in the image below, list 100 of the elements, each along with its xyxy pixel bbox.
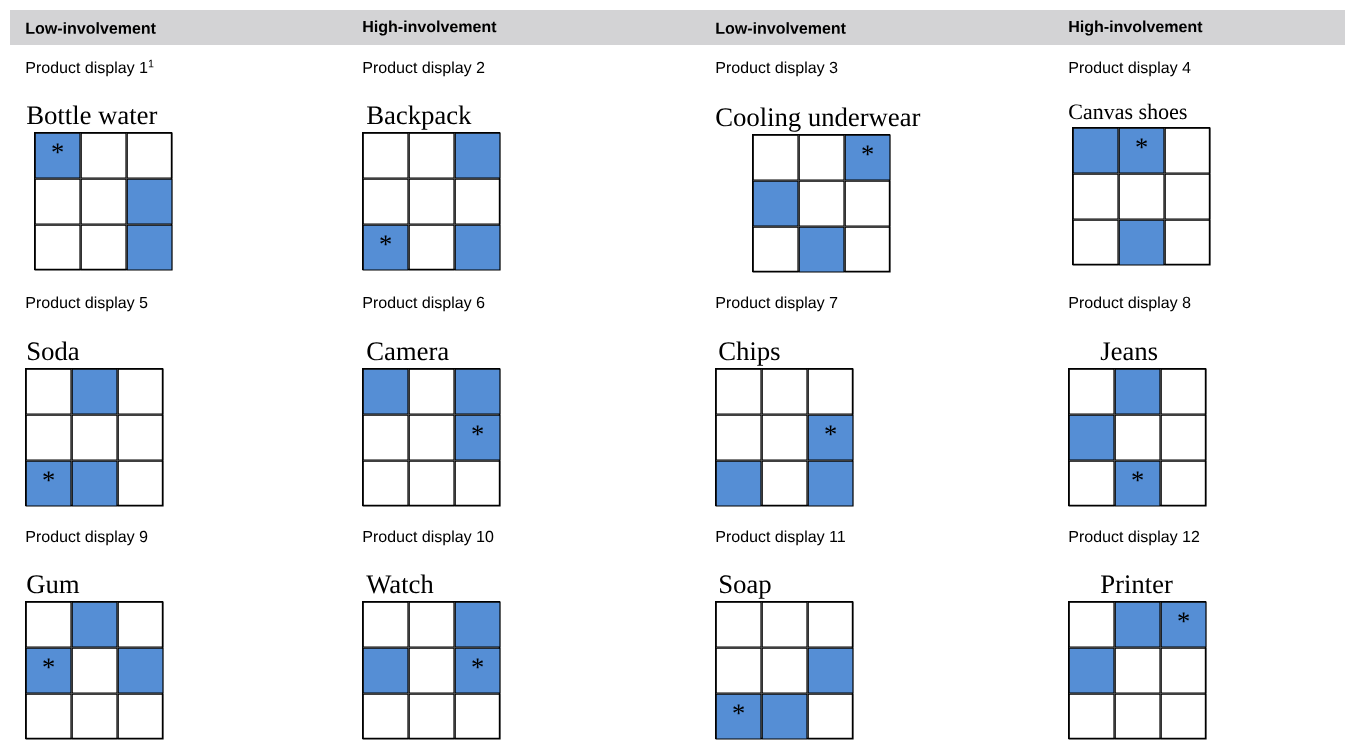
grid-cell xyxy=(715,414,762,461)
grid-cell xyxy=(1068,460,1115,507)
starred-cell: * xyxy=(362,224,409,271)
grid-cell xyxy=(71,647,118,694)
column-header: Low-involvement xyxy=(716,22,846,34)
product-name: Camera xyxy=(367,342,449,361)
filled-cell xyxy=(117,647,164,694)
grid-cell xyxy=(408,601,455,648)
starred-cell: * xyxy=(1160,601,1207,648)
grid-cell xyxy=(362,460,409,507)
starred-cell: * xyxy=(1118,127,1165,174)
filled-cell xyxy=(454,368,501,415)
display-label: Product display 5 xyxy=(26,296,148,312)
display-label: Product display 6 xyxy=(363,296,485,312)
grid-cell xyxy=(1160,647,1207,694)
grid-cell xyxy=(844,180,891,227)
column-header: Low-involvement xyxy=(26,22,156,34)
filled-cell xyxy=(126,224,173,271)
starred-cell: * xyxy=(1114,460,1161,507)
grid-cell xyxy=(715,368,762,415)
display-label: Product display 10 xyxy=(363,530,494,546)
grid-cell xyxy=(761,601,808,648)
starred-cell: * xyxy=(807,414,854,461)
grid-cell xyxy=(1160,460,1207,507)
filled-cell xyxy=(362,368,409,415)
grid-cell xyxy=(798,180,845,227)
column-header: High-involvement xyxy=(1069,20,1203,36)
grid-cell xyxy=(1068,693,1115,740)
display-label: Product display 4 xyxy=(1069,61,1191,77)
grid-cell xyxy=(1160,693,1207,740)
filled-cell xyxy=(1068,647,1115,694)
grid-cell xyxy=(408,647,455,694)
filled-cell xyxy=(71,368,118,415)
grid-cell xyxy=(362,601,409,648)
grid-cell xyxy=(117,414,164,461)
filled-cell xyxy=(1118,219,1165,266)
grid-cell xyxy=(1114,647,1161,694)
filled-cell xyxy=(71,601,118,648)
display-label: Product display 12 xyxy=(1069,530,1200,546)
starred-cell: * xyxy=(454,414,501,461)
grid-cell xyxy=(1160,414,1207,461)
display-label: Product display 2 xyxy=(363,61,485,77)
grid-cell xyxy=(408,460,455,507)
filled-cell xyxy=(1072,127,1119,174)
grid-cell xyxy=(1072,219,1119,266)
grid-cell xyxy=(362,693,409,740)
grid-cell xyxy=(761,368,808,415)
grid-cell xyxy=(34,224,81,271)
filled-cell xyxy=(752,180,799,227)
product-name: Backpack xyxy=(367,105,472,130)
product-name: Canvas shoes xyxy=(1069,103,1187,120)
filled-cell xyxy=(454,132,501,179)
product-name: Jeans xyxy=(1100,342,1158,361)
display-label: Product display 11 xyxy=(716,530,845,546)
grid-cell xyxy=(1068,368,1115,415)
display-label: Product display 3 xyxy=(716,61,838,77)
filled-cell xyxy=(454,224,501,271)
starred-cell: * xyxy=(844,134,891,181)
filled-cell xyxy=(362,647,409,694)
grid-cell xyxy=(25,368,72,415)
grid-cell xyxy=(71,693,118,740)
grid-cell xyxy=(1164,173,1211,220)
grid-cell xyxy=(1072,173,1119,220)
grid-cell xyxy=(798,134,845,181)
grid-cell xyxy=(807,601,854,648)
grid-cell xyxy=(454,460,501,507)
grid-cell xyxy=(752,134,799,181)
grid-cell xyxy=(25,414,72,461)
grid-cell xyxy=(408,178,455,225)
grid-cell xyxy=(362,132,409,179)
filled-cell xyxy=(798,226,845,273)
grid-cell xyxy=(454,693,501,740)
grid-cell xyxy=(117,460,164,507)
grid-cell xyxy=(80,224,127,271)
product-name: Cooling underwear xyxy=(716,107,921,132)
grid-cell xyxy=(126,132,173,179)
grid-cell xyxy=(1068,601,1115,648)
grid-cell xyxy=(844,226,891,273)
product-name: Gum xyxy=(27,575,80,594)
filled-cell xyxy=(715,460,762,507)
grid-cell xyxy=(362,414,409,461)
filled-cell xyxy=(807,460,854,507)
grid-cell xyxy=(25,693,72,740)
grid-cell xyxy=(761,460,808,507)
grid-cell xyxy=(34,178,81,225)
grid-cell xyxy=(761,647,808,694)
grid-cell xyxy=(752,226,799,273)
starred-cell: * xyxy=(715,693,762,740)
display-label: Product display 9 xyxy=(26,530,148,546)
filled-cell xyxy=(761,693,808,740)
grid-cell xyxy=(117,601,164,648)
grid-cell xyxy=(408,224,455,271)
grid-cell xyxy=(1164,127,1211,174)
product-name: Chips xyxy=(719,341,780,366)
filled-cell xyxy=(71,460,118,507)
column-header: High-involvement xyxy=(363,20,497,36)
product-name: Watch xyxy=(366,574,434,594)
grid-cell xyxy=(454,178,501,225)
grid-cell xyxy=(1164,219,1211,266)
grid-cell xyxy=(807,693,854,740)
